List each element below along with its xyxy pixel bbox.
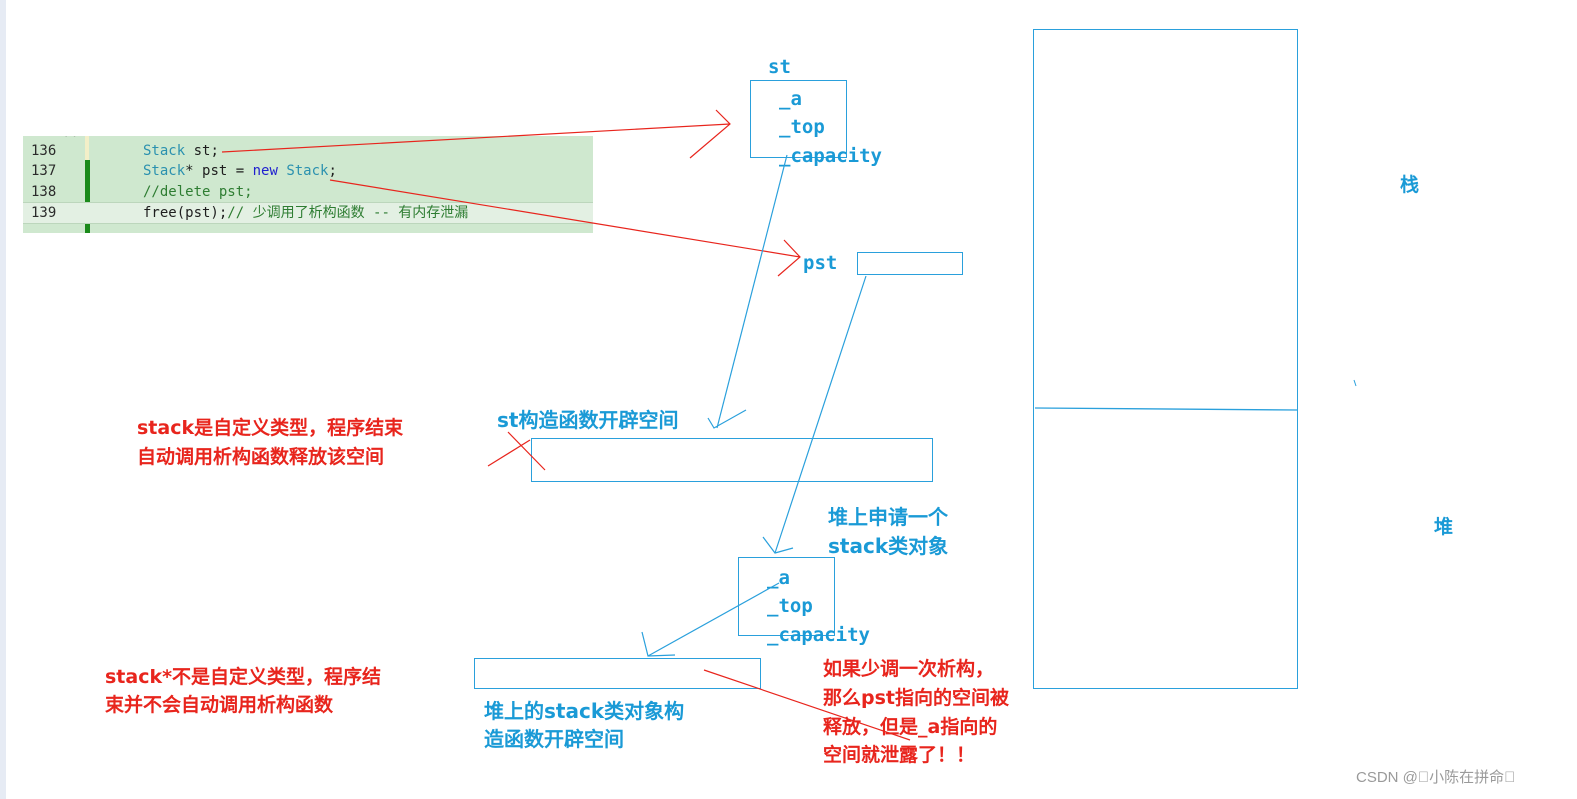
st-field-capacity: _capacity (779, 145, 882, 167)
pst-label: pst (803, 252, 838, 274)
note-st-destructor-2: 自动调用析构函数释放该空间 (137, 446, 385, 468)
code-comment: //delete pst; (143, 184, 253, 200)
line-number: 137 (31, 163, 57, 179)
line-number: 136 (31, 143, 57, 159)
stack-region-label: 栈 (1400, 174, 1420, 196)
code-text: st; (185, 143, 219, 159)
st-field-a: _a (779, 88, 802, 110)
st-ctor-label: st构造函数开辟空间 (497, 408, 679, 432)
st-label: st (768, 56, 791, 78)
memory-region-box (1033, 29, 1298, 689)
heap-field-capacity: _capacity (767, 624, 870, 646)
note-leak-3: 释放，但是_a指向的 (823, 716, 998, 738)
code-type: Stack (143, 143, 186, 159)
arrow-st-a-to-array (707, 154, 788, 429)
code-line-137: 137 Stack* pst = new Stack; (23, 161, 593, 181)
heap-obj-ctor-label-1: 堆上的stack类对象构 (484, 699, 685, 723)
heap-alloc-label-1: 堆上申请一个 (828, 505, 948, 529)
code-line-136: 136 Stack st; (23, 141, 593, 161)
code-type: Stack (143, 163, 186, 179)
code-cut-line-top: 1.. // ... (31, 136, 115, 139)
note-leak-2: 那么pst指向的空间被 (823, 687, 1009, 709)
pst-pointer-box (857, 252, 963, 275)
code-text: ; (328, 163, 337, 179)
st-array-box (531, 438, 933, 482)
heap-obj-ctor-label-2: 造函数开辟空间 (484, 727, 624, 751)
note-pointer-2: 束并不会自动调用析构函数 (105, 694, 334, 716)
note-st-destructor-1: stack是自定义类型，程序结束 (137, 417, 404, 439)
heap-field-top: _top (767, 595, 813, 617)
code-keyword: new (252, 163, 278, 179)
code-comment: // 少调用了析构函数 -- 有内存泄漏 (227, 205, 469, 221)
line-number: 139 (31, 205, 57, 221)
code-change-bar (85, 160, 90, 233)
left-edge-strip (0, 0, 6, 799)
code-line-138: 138 //delete pst; (23, 182, 593, 202)
csdn-watermark: CSDN @ 小陈在拼命  (1356, 769, 1516, 786)
code-type: Stack (277, 163, 329, 179)
note-leak-4: 空间就泄露了！！ (823, 744, 976, 766)
st-field-top: _top (779, 116, 825, 138)
heap-array-box (474, 658, 761, 689)
line-number: 138 (31, 184, 57, 200)
heap-region-label: 堆 (1434, 516, 1454, 538)
note-pointer-1: stack*不是自定义类型，程序结 (105, 666, 382, 688)
heap-field-a: _a (767, 567, 790, 589)
stray-mark (1353, 379, 1357, 387)
code-text: free(pst); (143, 205, 228, 221)
code-snippet: 1.. // ... 136 Stack st; 137 Stack* pst … (23, 136, 593, 233)
code-text: * pst = (185, 163, 253, 179)
code-line-139: 139 free(pst);// 少调用了析构函数 -- 有内存泄漏 (23, 202, 593, 224)
heap-alloc-label-2: stack类对象 (828, 534, 949, 558)
note-leak-1: 如果少调一次析构， (823, 658, 995, 680)
st-object-box (750, 80, 847, 158)
